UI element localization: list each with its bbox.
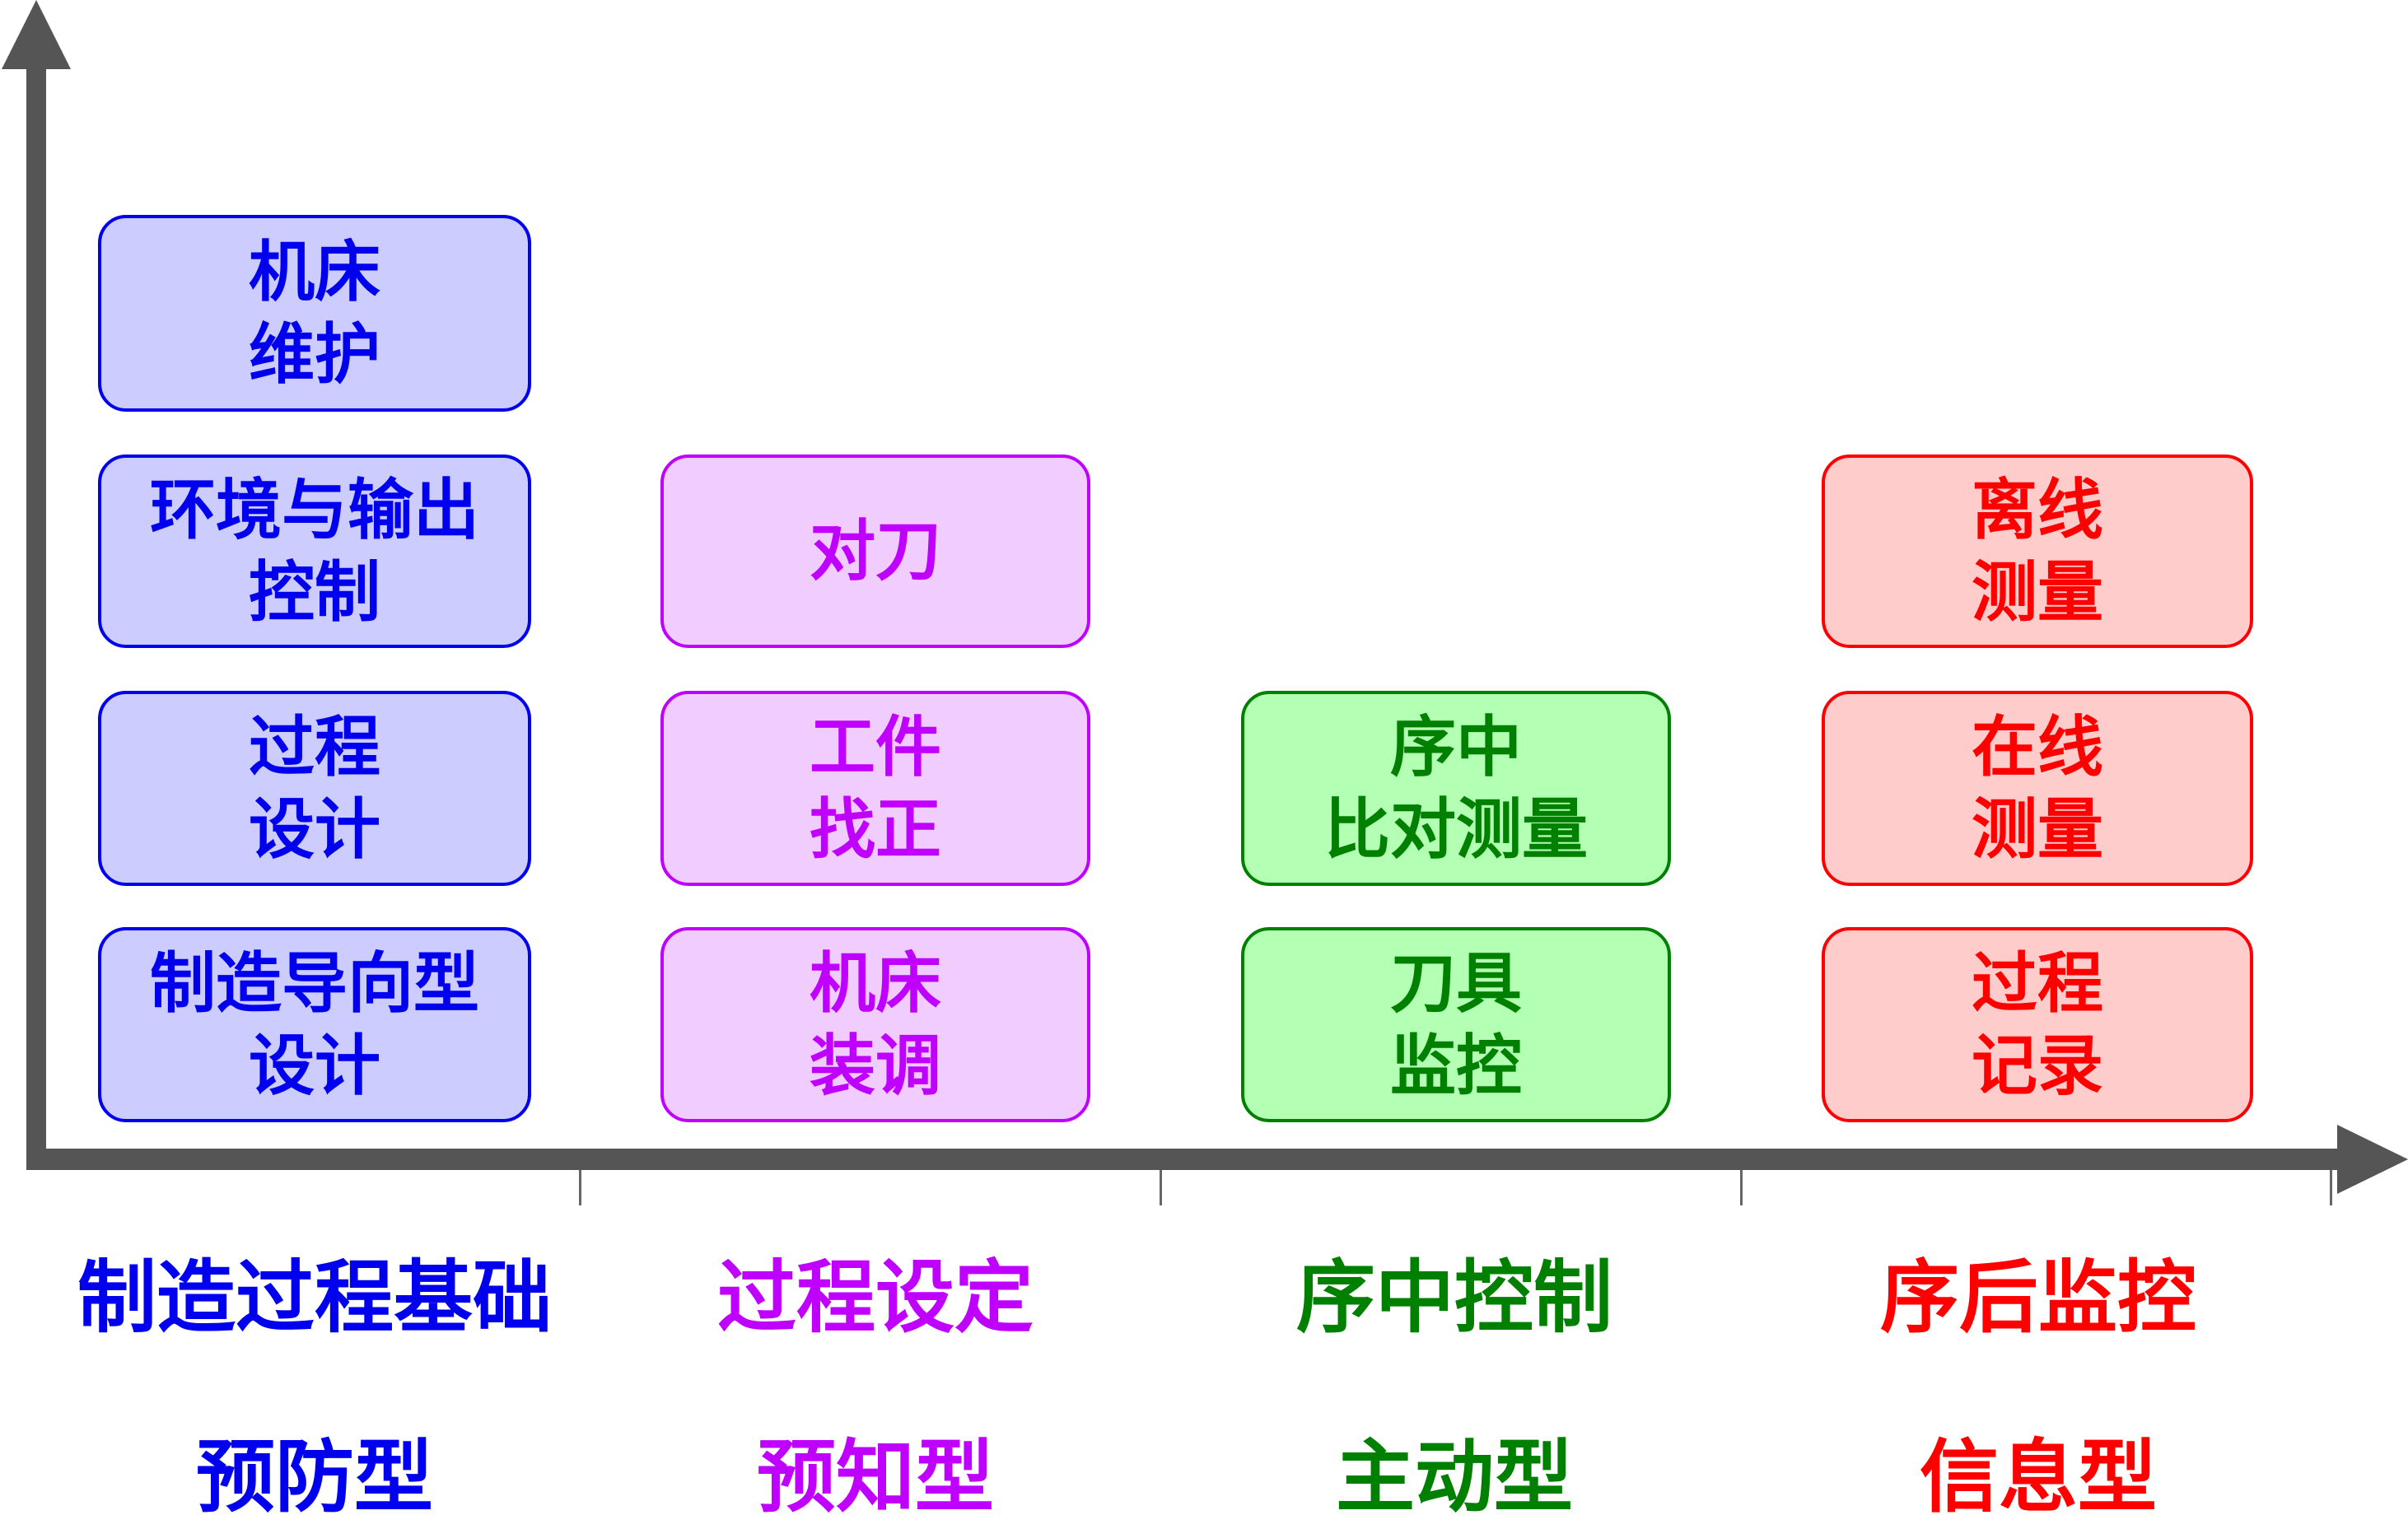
x-axis-tick: [579, 1170, 581, 1205]
y-axis: [26, 58, 46, 1170]
box-line: 制造导向型: [150, 944, 479, 1022]
category-label: 过程设定: [717, 1252, 1034, 1344]
box-machine-maintenance: 机床维护: [98, 215, 531, 412]
x-axis: [26, 1149, 2349, 1170]
box-online-measurement: 在线测量: [1822, 691, 2253, 886]
box-in-process-comparison-measurement: 序中比对测量: [1241, 691, 1671, 886]
box-line: 序中: [1390, 708, 1522, 785]
x-axis-arrowhead: [2337, 1125, 2408, 1194]
box-manufacturing-oriented-design: 制造导向型设计: [98, 927, 531, 1122]
box-line: 过程: [1972, 944, 2103, 1022]
box-line: 测量: [1972, 553, 2103, 631]
box-workpiece-alignment: 工件找正: [660, 691, 1090, 886]
box-line: 离线: [1972, 471, 2103, 548]
box-line: 找正: [810, 790, 941, 868]
box-line: 设计: [249, 1027, 380, 1104]
box-line: 工件: [810, 708, 941, 785]
box-machine-adjustment: 机床装调: [660, 927, 1090, 1122]
box-environment-output-control: 环境与输出控制: [98, 455, 531, 648]
box-line: 环境与输出: [150, 471, 479, 548]
box-tool-setting: 对刀: [660, 455, 1090, 648]
box-tool-monitoring: 刀具监控: [1241, 927, 1671, 1122]
category-label: 制造过程基础: [77, 1252, 552, 1344]
box-line: 设计: [249, 790, 380, 868]
type-label: 预知型: [757, 1431, 994, 1523]
box-line: 控制: [249, 553, 380, 631]
box-process-design: 过程设计: [98, 691, 531, 886]
type-label: 主动型: [1336, 1431, 1573, 1523]
box-line: 过程: [249, 708, 380, 785]
box-line: 在线: [1972, 708, 2103, 785]
y-axis-arrowhead: [2, 0, 71, 69]
box-line: 测量: [1972, 790, 2103, 868]
x-axis-tick: [2330, 1170, 2332, 1205]
box-line: 机床: [810, 944, 941, 1022]
x-axis-tick: [1160, 1170, 1162, 1205]
box-offline-measurement: 离线测量: [1822, 455, 2253, 648]
x-axis-tick: [1740, 1170, 1743, 1205]
category-label: 序后监控: [1880, 1252, 2196, 1344]
box-process-record: 过程记录: [1822, 927, 2253, 1122]
box-line: 刀具: [1390, 944, 1522, 1022]
box-line: 装调: [810, 1027, 941, 1104]
box-line: 记录: [1972, 1027, 2103, 1104]
box-line: 机床: [249, 233, 380, 310]
type-label: 预防型: [196, 1431, 433, 1523]
box-line: 对刀: [810, 512, 941, 590]
box-line: 监控: [1390, 1027, 1522, 1104]
box-line: 比对测量: [1324, 790, 1588, 868]
box-line: 维护: [249, 315, 380, 393]
category-label: 序中控制: [1296, 1252, 1612, 1344]
type-label: 信息型: [1920, 1431, 2157, 1523]
